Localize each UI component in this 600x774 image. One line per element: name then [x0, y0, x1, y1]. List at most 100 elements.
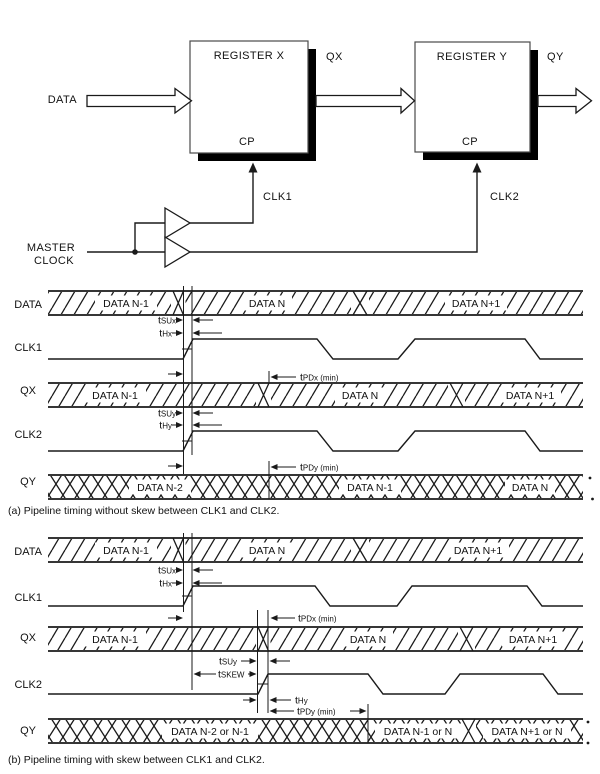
- a-qx-seg-2: DATA N: [342, 390, 378, 402]
- qy-label: QY: [547, 51, 564, 63]
- b-qy-seg-3: DATA N+1 or N: [491, 726, 562, 738]
- caption-a: (a) Pipeline timing without skew between…: [8, 505, 279, 517]
- a-row-label-clk2: CLK2: [14, 429, 42, 441]
- b-clk2-waveform: [48, 673, 583, 695]
- a-tsuy-arrows: [176, 410, 213, 416]
- timing-diagram-a: DATA N-1 DATA N DATA N+1 DATA N-1 DATA N…: [8, 286, 594, 517]
- master-clock-label-line1: MASTER: [27, 242, 75, 254]
- data-bus-arrow: [86, 87, 193, 115]
- a-qy-seg-2: DATA N-1: [347, 482, 393, 494]
- a-data-seg-1: DATA N-1: [103, 298, 149, 310]
- b-thx-arrows: [172, 580, 222, 586]
- b-clk1-edge-marker: [168, 615, 183, 621]
- qy-bus-arrow: [537, 87, 593, 115]
- caption-b: (b) Pipeline timing with skew between CL…: [8, 754, 265, 766]
- b-tsuy-label: tSUy: [219, 656, 237, 668]
- a-thx-arrows: [172, 330, 222, 336]
- b-tskew-label: tSKEW: [218, 669, 245, 681]
- b-thx-label: tHx: [159, 578, 172, 590]
- b-tpdy-arrows: [269, 708, 367, 714]
- a-continuation-dot-1: [588, 476, 592, 480]
- data-input-label: DATA: [48, 94, 78, 106]
- block-diagram: REGISTER X CP REGISTER Y CP DATA QX QY C…: [27, 40, 593, 269]
- branch-to-top-buffer: [134, 222, 165, 252]
- clk2-arrowhead-icon: [472, 162, 482, 173]
- a-thx-label: tHx: [159, 328, 172, 340]
- clk2-wire-label: CLK2: [490, 191, 519, 203]
- b-tsux-label: tSUx: [158, 565, 176, 577]
- b-reference-lines: [183, 533, 369, 743]
- b-continuation-dot-1: [586, 720, 590, 724]
- a-row-label-qy: QY: [20, 476, 37, 488]
- a-continuation-dot-2: [591, 497, 594, 501]
- a-qx-band: DATA N-1 DATA N DATA N+1: [48, 382, 583, 408]
- a-qy-seg-3: DATA N: [512, 482, 548, 494]
- a-row-label-qx: QX: [20, 385, 37, 397]
- a-data-band: DATA N-1 DATA N DATA N+1: [48, 290, 583, 316]
- a-tpdy-arrow: [270, 464, 296, 470]
- a-qx-seg-3: DATA N+1: [506, 390, 554, 402]
- a-tsux-arrows: [176, 317, 213, 323]
- b-tsux-arrows: [176, 567, 213, 573]
- b-qy-seg-2: DATA N-1 or N: [384, 726, 452, 738]
- register-y-cp-label: CP: [462, 136, 478, 148]
- b-tpdx-label: tPDx (min): [298, 613, 337, 625]
- clock-distribution: CLK1 CLK2 MASTER CLOCK: [27, 162, 519, 269]
- a-tpdy-label: tPDy (min): [300, 462, 339, 474]
- qx-bus-arrow: [315, 87, 416, 115]
- b-qx-seg-3: DATA N+1: [509, 634, 557, 646]
- a-tsuy-label: tSUy: [158, 408, 176, 420]
- b-tpdy-label: tPDy (min): [297, 706, 336, 718]
- a-clk2-edge-marker: [168, 463, 183, 469]
- b-tskew-arrows: [193, 671, 257, 677]
- register-x-cp-label: CP: [239, 136, 255, 148]
- b-row-label-clk2: CLK2: [14, 679, 42, 691]
- a-qy-seg-1: DATA N-2: [137, 482, 183, 494]
- a-data-seg-2: DATA N: [249, 298, 285, 310]
- b-qx-seg-1: DATA N-1: [92, 634, 138, 646]
- b-qx-band: DATA N-1 DATA N DATA N+1: [48, 626, 583, 652]
- b-thy-arrows: [243, 697, 291, 703]
- b-tsuy-arrows: [241, 658, 290, 664]
- b-tpdx-arrow: [270, 615, 295, 621]
- a-row-label-data: DATA: [14, 299, 42, 311]
- qx-label: QX: [326, 51, 343, 63]
- b-continuation-dot-2: [586, 741, 590, 745]
- buffer-icon-bottom: [164, 235, 192, 269]
- a-reference-lines: [183, 286, 270, 499]
- register-y-label: REGISTER Y: [437, 51, 508, 63]
- b-qx-seg-2: DATA N: [350, 634, 386, 646]
- b-timing-annotations: tSUx tHx tPDx (min): [158, 565, 367, 718]
- a-timing-annotations: tSUx tHx tPDx (min) tSUy: [158, 315, 339, 474]
- b-data-seg-3: DATA N+1: [454, 545, 502, 557]
- a-tsux-label: tSUx: [158, 315, 176, 327]
- b-data-seg-2: DATA N: [249, 545, 285, 557]
- b-row-label-qx: QX: [20, 632, 37, 644]
- timing-diagram-b: DATA N-1 DATA N DATA N+1 DATA N-1 DATA N…: [8, 533, 590, 766]
- a-tpdx-label: tPDx (min): [300, 372, 339, 384]
- clk2-wire: [190, 172, 478, 253]
- b-qy-band: DATA N-2 or N-1 DATA N-1 or N DATA N+1 o…: [48, 718, 590, 745]
- clk1-arrowhead-icon: [248, 162, 258, 173]
- register-y-box: [414, 41, 531, 153]
- b-clk1-waveform: [48, 585, 583, 607]
- a-clk1-edge-marker: [168, 371, 183, 377]
- buffer-icon-top: [164, 206, 192, 240]
- a-thy-arrows: [172, 422, 222, 428]
- a-qy-band: DATA N-2 DATA N-1 DATA N: [48, 474, 594, 501]
- a-thy-label: tHy: [159, 420, 172, 432]
- b-row-label-qy: QY: [20, 725, 37, 737]
- clk1-wire-label: CLK1: [263, 191, 292, 203]
- a-data-seg-3: DATA N+1: [452, 298, 500, 310]
- a-tpdx-arrow: [270, 374, 296, 380]
- b-thy-label: tHy: [295, 695, 308, 707]
- b-data-seg-1: DATA N-1: [103, 545, 149, 557]
- b-qy-seg-1: DATA N-2 or N-1: [171, 726, 249, 738]
- b-row-label-clk1: CLK1: [14, 592, 42, 604]
- register-x-label: REGISTER X: [214, 50, 285, 62]
- a-clk1-waveform: [48, 338, 583, 360]
- a-clk2-waveform: [48, 430, 583, 452]
- a-row-label-clk1: CLK1: [14, 342, 42, 354]
